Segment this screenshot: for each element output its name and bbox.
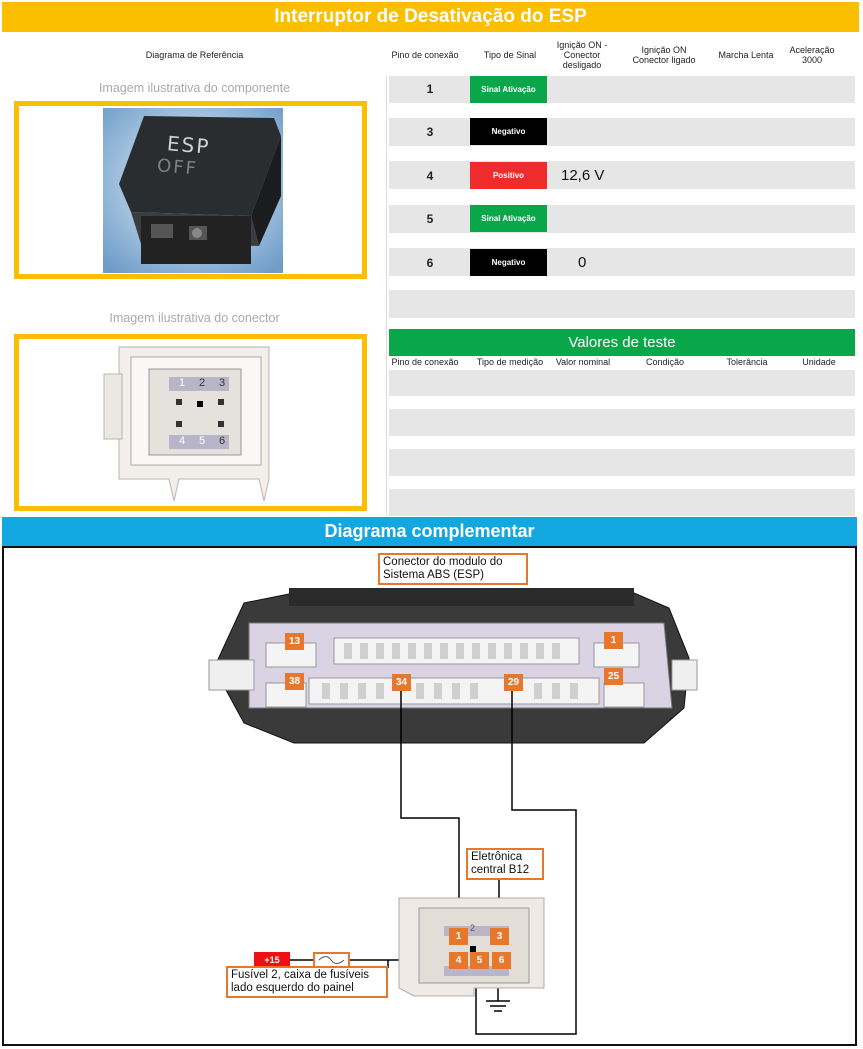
value-ign-off: 12,6 V <box>561 167 605 184</box>
row-band <box>389 489 855 516</box>
connector-pin-6: 6 <box>219 435 226 447</box>
row-band <box>389 248 855 276</box>
ecu-pin-tag: 25 <box>604 668 623 685</box>
connector-image <box>103 346 270 502</box>
reference-images-panel: Imagem ilustrativa do componente ESP OFF… <box>2 76 387 516</box>
ecu-pin-tag: 13 <box>285 633 304 650</box>
row-band <box>389 290 855 318</box>
switch-pin-label: 2 <box>470 923 476 933</box>
vheader-unidade: Unidade <box>802 357 836 367</box>
value-ign-on: 0 <box>578 254 587 271</box>
row-band <box>389 449 855 476</box>
component-image-frame: ESP OFF <box>14 101 367 279</box>
pin-number: 5 <box>426 212 434 226</box>
pin-number: 3 <box>426 125 434 139</box>
connector-pin-4: 4 <box>179 435 186 447</box>
connector-pin-5: 5 <box>199 435 206 447</box>
switch-pin-tag: 4 <box>449 952 468 969</box>
signal-badge: Sinal Ativação <box>470 205 547 232</box>
signal-badge: Negativo <box>470 249 547 276</box>
signal-badge: Negativo <box>470 118 547 145</box>
row-band <box>389 409 855 436</box>
pin-number: 1 <box>426 82 434 96</box>
esp-label: ESP <box>166 131 212 159</box>
caption-conector: Imagem ilustrativa do conector <box>109 311 280 325</box>
wiring-diagram-drawing <box>208 588 698 1035</box>
vheader-nominal: Valor nominal <box>555 357 611 367</box>
vheader-tolerancia: Tolerância <box>726 357 768 367</box>
supply-label: +15 <box>264 955 280 965</box>
switch-pin-tag: 6 <box>492 952 511 969</box>
header-pino: Pino de conexão <box>391 50 459 60</box>
caption-componente: Imagem ilustrativa do componente <box>98 81 291 95</box>
vheader-condicao: Condição <box>645 357 685 367</box>
connector-pin-1: 1 <box>179 377 186 389</box>
pin-number: 6 <box>426 256 434 270</box>
header-tipo: Tipo de Sinal <box>483 50 537 60</box>
page-title: Interruptor de Desativação do ESP <box>2 2 859 32</box>
header-ign-off: Ignição ON - Conector desligado <box>556 40 608 70</box>
vheader-pino: Pino de conexão <box>391 357 459 367</box>
wiring-diagram: Conector do modulo do Sistema ABS (ESP) … <box>2 546 857 1046</box>
off-label: OFF <box>156 155 199 180</box>
row-band <box>389 161 855 189</box>
header-acel: Aceleração 3000 <box>789 45 835 65</box>
callout-b12: Eletrônica central B12 <box>466 848 544 880</box>
valores-title: Valores de teste <box>389 329 855 356</box>
header-marcha: Marcha Lenta <box>718 50 774 60</box>
connector-pin-3: 3 <box>219 377 226 389</box>
row-band <box>389 205 855 233</box>
ecu-pin-tag: 1 <box>604 632 623 649</box>
row-band <box>389 76 855 103</box>
ecu-pin-tag: 34 <box>392 674 411 691</box>
esp-switch-image <box>103 108 283 273</box>
row-band <box>389 370 855 396</box>
vheader-tipo: Tipo de medição <box>476 357 544 367</box>
signal-badge: Positivo <box>470 162 547 189</box>
ecu-pin-tag: 38 <box>285 673 304 690</box>
callout-fuse: Fusível 2, caixa de fusíveis lado esquer… <box>226 966 388 998</box>
switch-pin-tag: 5 <box>470 952 489 969</box>
row-band <box>389 118 855 146</box>
diagram-title: Diagrama complementar <box>2 517 857 546</box>
switch-pin-tag: 1 <box>449 928 468 945</box>
ecu-pin-tag: 29 <box>504 674 523 691</box>
signal-badge: Sinal Ativação <box>470 76 547 103</box>
header-diagrama: Diagrama de Referência <box>145 50 244 60</box>
pin-number: 4 <box>426 169 434 183</box>
connector-pin-2: 2 <box>199 377 206 389</box>
callout-abs-connector: Conector do modulo do Sistema ABS (ESP) <box>378 553 528 585</box>
connector-image-frame: 1 2 3 4 5 6 <box>14 334 367 511</box>
switch-pin-tag: 3 <box>490 928 509 945</box>
header-ign-on: Ignição ON Conector ligado <box>632 45 696 65</box>
